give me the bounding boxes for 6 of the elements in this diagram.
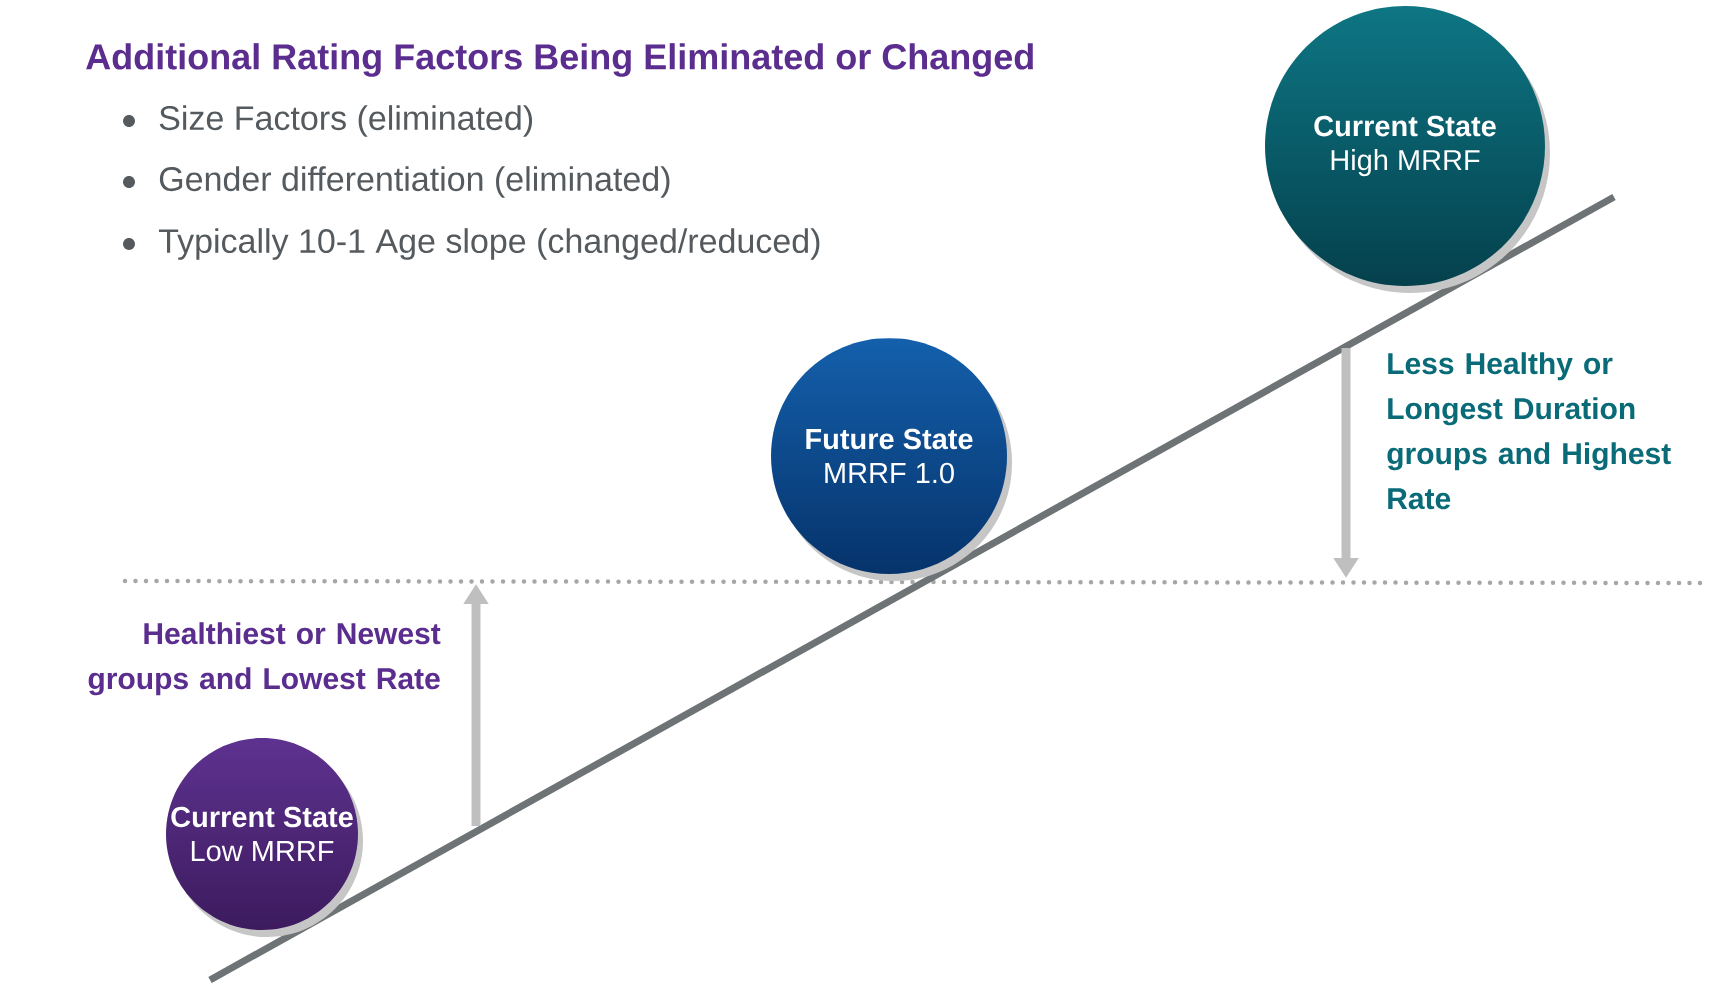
bullet-text: Typically 10-1 Age slope (changed/reduced) (158, 228, 820, 260)
bullet-text: Size Factors (eliminated) (159, 105, 533, 137)
group-label: Less Healthy or Longest Duration groups and Highest Rate (1387, 352, 1671, 510)
group-label: Healthiest or Newest groups and Lowest Rate (88, 622, 441, 696)
title: Additional Rating Factors Being Eliminated or Changed (86, 43, 1033, 77)
bullet-text: Gender differentiation (eliminated) (159, 166, 670, 198)
